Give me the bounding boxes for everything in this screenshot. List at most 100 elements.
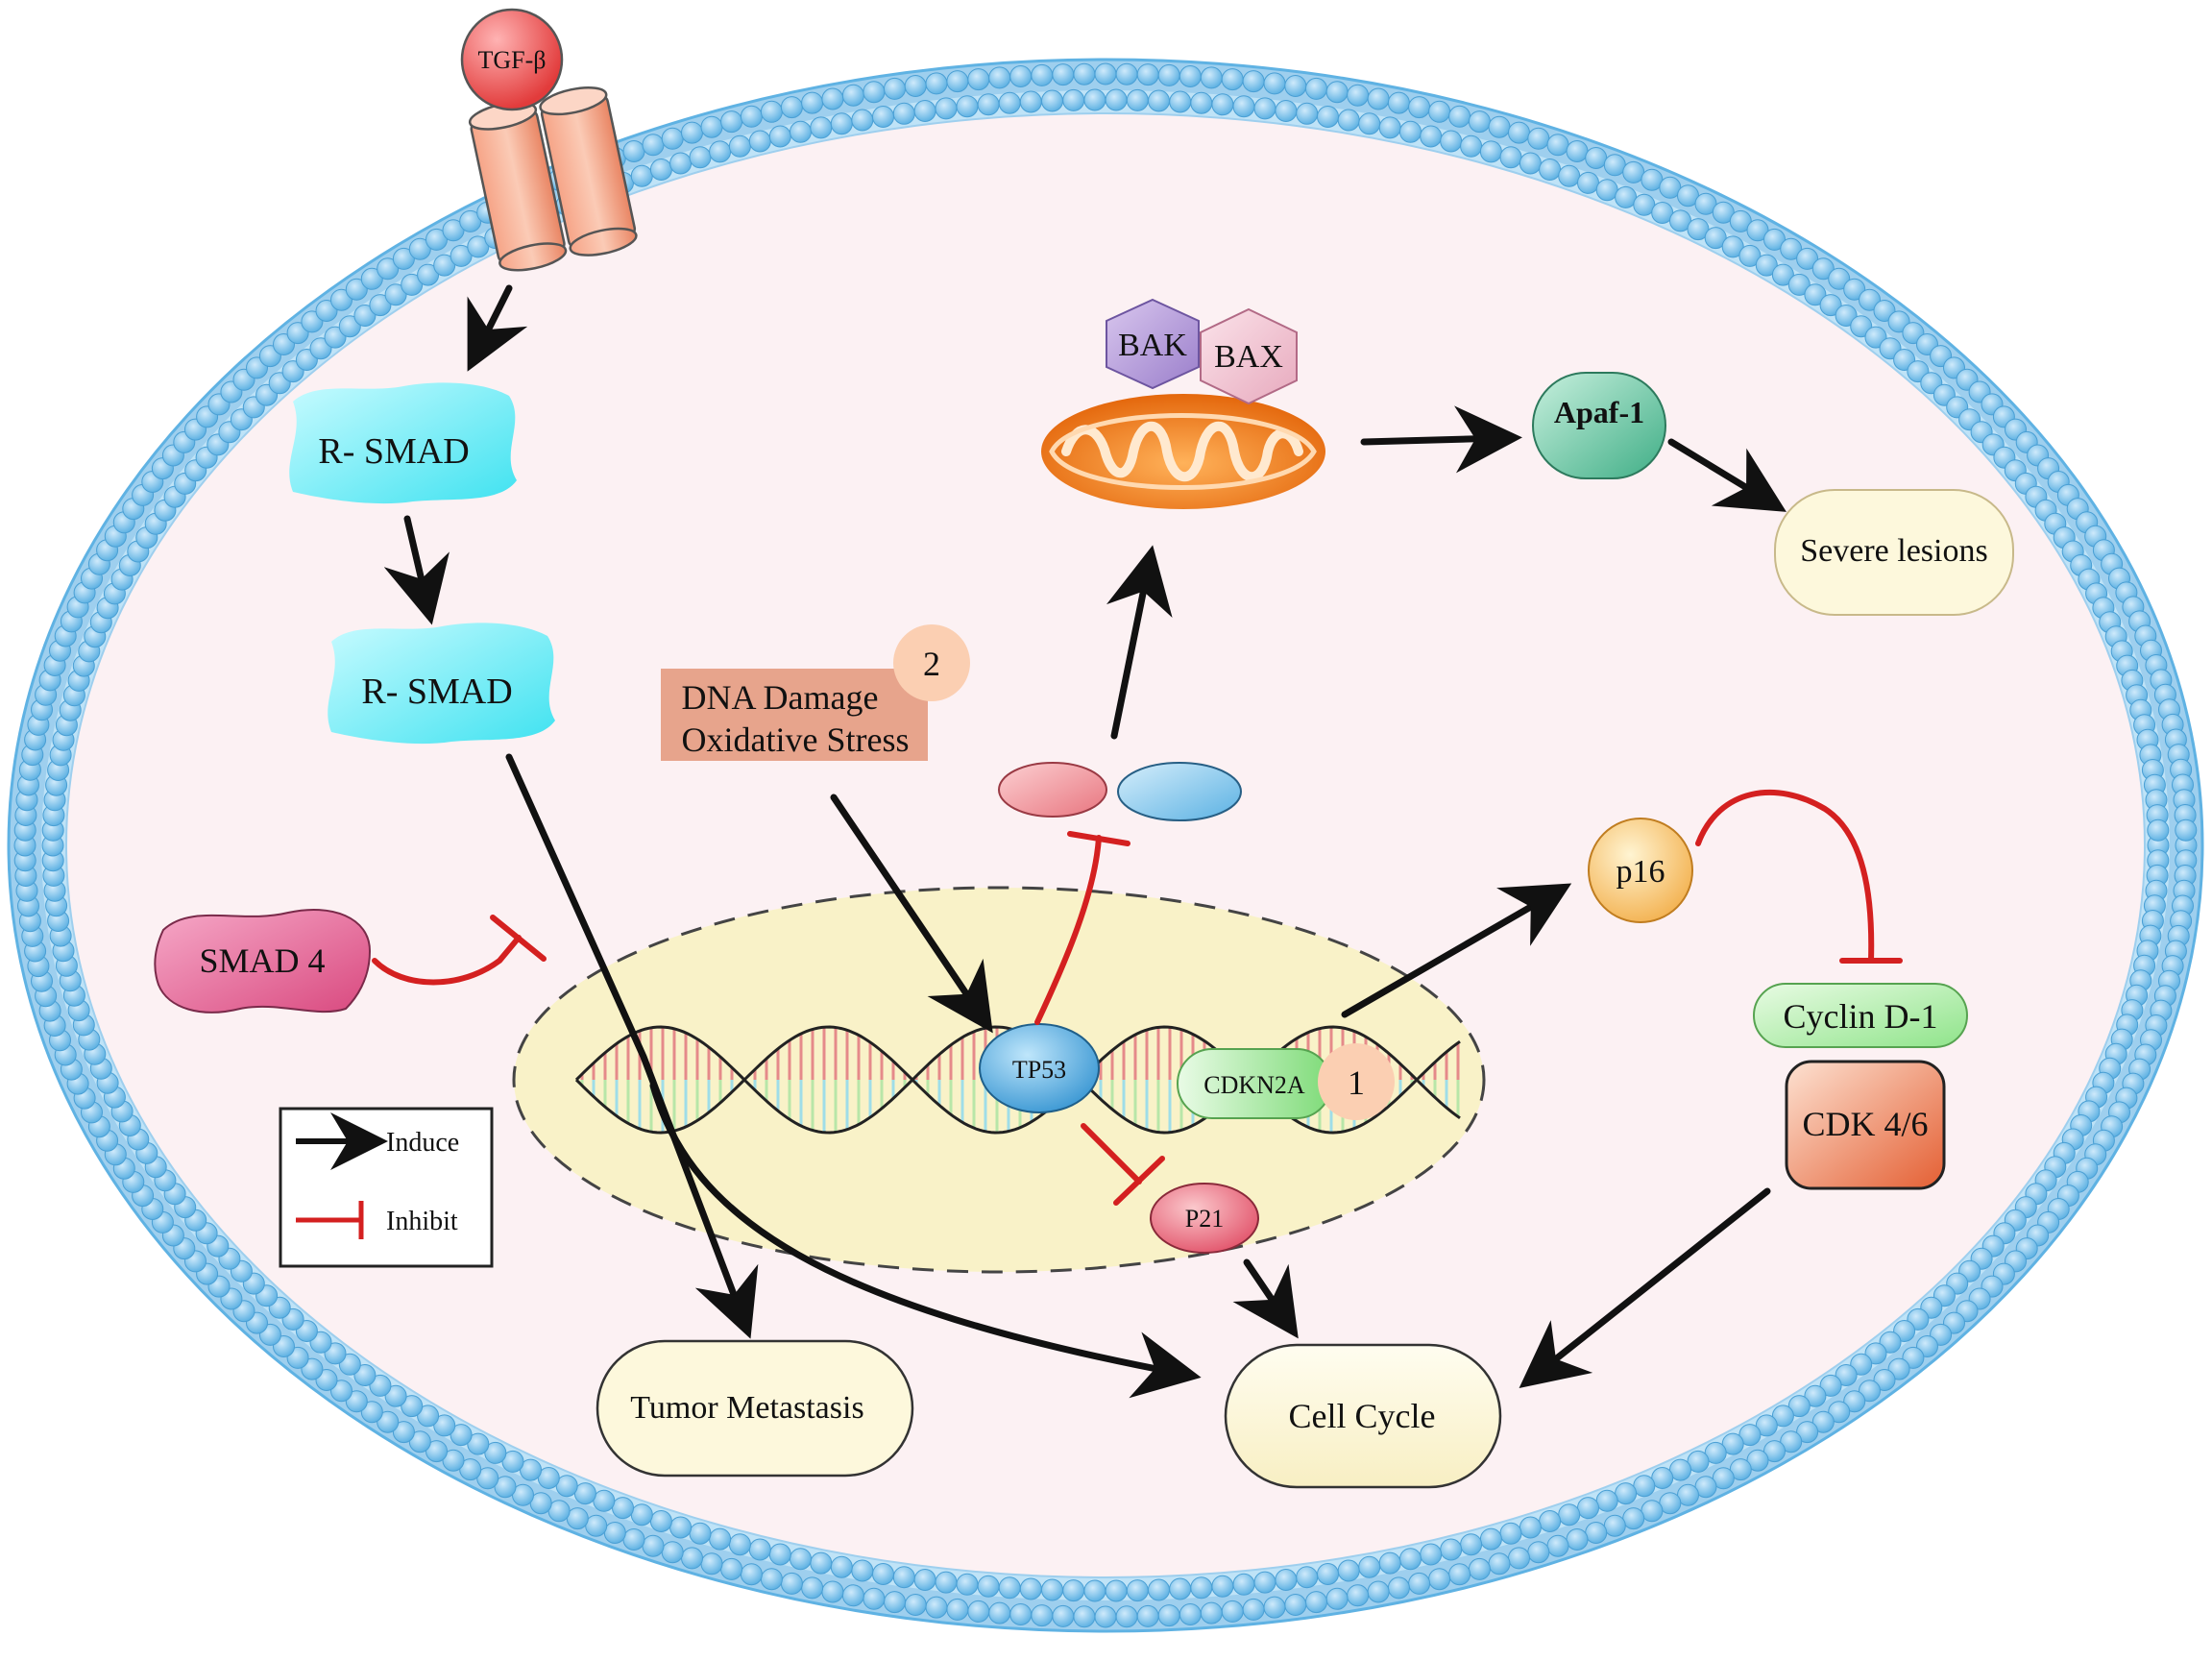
membrane-bead <box>622 1528 645 1551</box>
r-smad-label-2: R- SMAD <box>361 672 512 712</box>
membrane-bead <box>377 1410 400 1433</box>
membrane-bead <box>801 91 824 114</box>
membrane-bead <box>1763 228 1786 251</box>
membrane-bead <box>946 1598 969 1621</box>
cyclin-d1-label: Cyclin D-1 <box>1784 997 1938 1036</box>
membrane-bead <box>1585 147 1608 169</box>
membrane-bead <box>1796 1421 1819 1444</box>
membrane-bead <box>330 1380 352 1403</box>
membrane-bead <box>484 1441 507 1464</box>
membrane-bead <box>1190 91 1213 114</box>
membrane-bead <box>369 1374 392 1397</box>
inhibit-tp53-to-p21-bar <box>1113 1156 1165 1206</box>
membrane-bead <box>1519 1516 1542 1539</box>
membrane-bead <box>748 130 771 153</box>
membrane-bead <box>1041 89 1063 112</box>
membrane-bead <box>1179 65 1202 87</box>
arrow-rsmad-to-rsmad <box>383 515 450 625</box>
membrane-bead <box>740 105 763 128</box>
legend-induce-label: Induce <box>386 1128 459 1158</box>
membrane-bead <box>1157 1604 1180 1627</box>
membrane-bead <box>872 1563 894 1585</box>
inhibit-smad4 <box>372 935 522 986</box>
membrane-bead <box>1052 1604 1075 1627</box>
badge-2 <box>893 624 970 701</box>
membrane-bead <box>1317 106 1339 128</box>
membrane-bead <box>1460 134 1483 158</box>
membrane-bead <box>1242 70 1265 93</box>
membrane-bead <box>913 1569 936 1591</box>
membrane-bead <box>1763 1440 1786 1463</box>
bax-protein <box>1200 307 1298 405</box>
membrane-bead <box>863 1587 886 1610</box>
membrane-bead <box>1615 1482 1638 1505</box>
membrane-bead <box>884 1591 906 1614</box>
membrane-bead <box>1546 134 1569 157</box>
membrane-bead <box>925 1596 948 1619</box>
membrane-bead <box>1873 1369 1896 1391</box>
membrane-bead <box>851 109 874 132</box>
membrane-bead <box>612 1497 634 1520</box>
membrane-bead <box>1704 1441 1727 1464</box>
cell-cycle-label: Cell Cycle <box>1289 1397 1436 1435</box>
membrane-bead <box>790 1548 812 1571</box>
membrane-bead <box>642 1534 665 1557</box>
membrane-bead <box>1148 1578 1170 1601</box>
membrane-bead <box>1468 110 1491 134</box>
membrane-bead <box>956 95 979 118</box>
membrane-bead <box>1539 159 1562 181</box>
membrane-bead <box>1746 219 1769 242</box>
membrane-bead <box>450 244 473 267</box>
membrane-bead <box>872 106 894 128</box>
membrane-bead <box>1105 1579 1128 1602</box>
membrane-bead <box>1148 89 1170 112</box>
membrane-bead <box>1440 130 1463 153</box>
membrane-bead <box>1527 1541 1550 1564</box>
membrane-bead <box>1284 1594 1307 1616</box>
membrane-bead <box>1179 1603 1202 1625</box>
r-smad-label-1: R- SMAD <box>318 431 469 472</box>
membrane-bead <box>1136 1604 1159 1627</box>
membrane-bead <box>467 235 490 258</box>
membrane-bead <box>1558 164 1581 187</box>
membrane-bead <box>1859 288 1881 311</box>
membrane-bead <box>863 81 886 104</box>
membrane-bead <box>1622 1507 1645 1530</box>
oxidative-stress-label: Oxidative Stress <box>682 721 910 759</box>
membrane-bead <box>768 125 791 148</box>
membrane-bead <box>1337 109 1360 132</box>
membrane-bead <box>760 100 783 123</box>
membrane-bead <box>821 1580 844 1603</box>
badge-1 <box>1318 1043 1395 1120</box>
arrow-dna-damage-to-tp53 <box>830 794 993 1034</box>
membrane-bead <box>1169 90 1192 113</box>
membrane-bead <box>384 283 407 306</box>
membrane-bead <box>988 66 1011 89</box>
membrane-bead <box>689 146 712 169</box>
membrane-bead <box>1367 87 1390 110</box>
tgf-beta-receptor <box>468 86 638 272</box>
cell-cycle-node <box>1224 1343 1502 1489</box>
membrane-bead <box>913 100 936 122</box>
membrane-bead <box>585 1514 608 1537</box>
membrane-bead <box>1603 154 1626 177</box>
membrane-bead <box>1211 1575 1234 1598</box>
p16-label: p16 <box>1616 854 1665 890</box>
membrane-bead <box>1738 1424 1762 1447</box>
membrane-bead <box>1780 237 1803 260</box>
membrane-bead <box>360 267 383 290</box>
membrane-bead <box>1488 1552 1511 1576</box>
membrane-bead <box>841 84 864 107</box>
membrane-bead <box>935 97 958 120</box>
membrane-bead <box>1622 160 1645 183</box>
membrane-bead <box>1771 1405 1794 1428</box>
badge-2-label: 2 <box>923 645 940 683</box>
membrane-bead <box>1263 72 1286 95</box>
membrane-bead <box>700 1552 723 1576</box>
membrane-bead <box>1062 88 1085 111</box>
tp53-label: TP53 <box>1012 1056 1066 1084</box>
membrane-bead <box>1211 93 1234 116</box>
membrane-bead <box>1566 140 1589 162</box>
membrane-bead <box>892 102 915 125</box>
membrane-bead <box>1263 1596 1286 1619</box>
